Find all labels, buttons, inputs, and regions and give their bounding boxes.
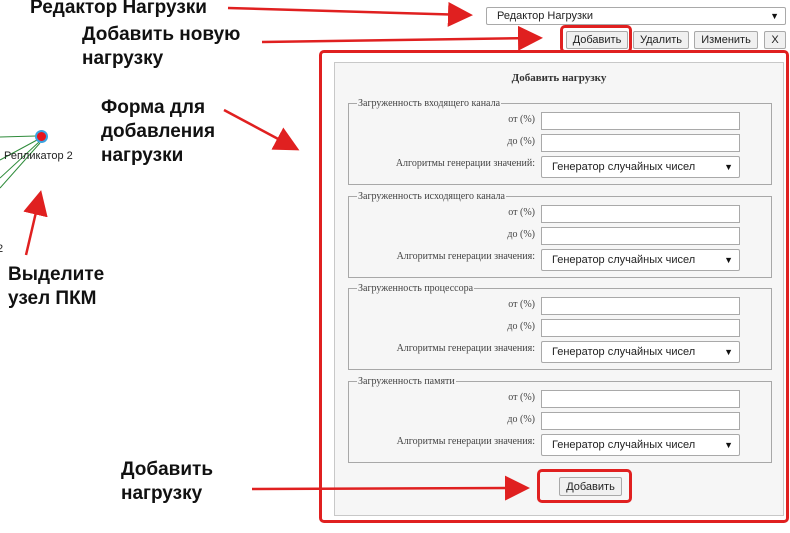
cpu-to-input[interactable]	[541, 319, 740, 337]
chevron-down-icon: ▼	[724, 347, 733, 357]
chevron-down-icon: ▼	[770, 11, 779, 21]
incoming-algo-select[interactable]: Генератор случайных чисел ▼	[541, 156, 740, 178]
node-label: Репликатор 2	[4, 150, 73, 162]
highlight-form	[319, 50, 789, 523]
form-title: Добавить нагрузку	[511, 72, 607, 84]
algo-label: Алгоритмы генерации значения:	[396, 343, 535, 354]
group-incoming-channel: Загруженность входящего канала	[348, 98, 772, 185]
graph-edges	[0, 135, 41, 189]
group-cpu: Загруженность процессора	[348, 283, 772, 370]
submit-add-button[interactable]: Добавить	[559, 477, 622, 496]
to-label: до (%)	[507, 136, 535, 147]
callout-select-node: Выделите узел ПКМ	[8, 264, 105, 309]
incoming-to-input[interactable]	[541, 134, 740, 152]
memory-from-input[interactable]	[541, 390, 740, 408]
cpu-algo-select[interactable]: Генератор случайных чисел ▼	[541, 341, 740, 363]
chevron-down-icon: ▼	[724, 440, 733, 450]
group-legend: Загруженность памяти	[358, 376, 455, 387]
group-legend: Загруженность исходящего канала	[358, 191, 505, 202]
close-button[interactable]: X	[764, 31, 786, 49]
group-memory: Загруженность памяти	[348, 376, 772, 463]
group-legend: Загруженность входящего канала	[358, 98, 501, 109]
algo-label: Алгоритмы генерации значений:	[395, 158, 535, 169]
algo-select-value: Генератор случайных чисел	[552, 439, 696, 451]
memory-algo-select[interactable]: Генератор случайных чисел ▼	[541, 434, 740, 456]
algo-label: Алгоритмы генерации значения:	[396, 251, 535, 262]
incoming-from-input[interactable]	[541, 112, 740, 130]
outgoing-from-input[interactable]	[541, 205, 740, 223]
to-label: до (%)	[507, 229, 535, 240]
highlight-add-button	[560, 25, 632, 53]
cpu-from-input[interactable]	[541, 297, 740, 315]
edge-label-fragment: 2	[0, 243, 4, 255]
callout-editor: Редактор Нагрузки	[30, 0, 207, 18]
to-label: до (%)	[507, 321, 535, 332]
algo-label: Алгоритмы генерации значения:	[396, 436, 535, 447]
group-outgoing-channel: Загруженность исходящего канала	[348, 191, 772, 278]
highlight-submit-button	[537, 469, 632, 503]
chevron-down-icon: ▼	[724, 255, 733, 265]
memory-to-input[interactable]	[541, 412, 740, 430]
algo-select-value: Генератор случайных чисел	[552, 346, 696, 358]
add-load-form: Добавить нагрузку Загруженность входящег…	[334, 62, 784, 516]
from-label: от (%)	[508, 299, 535, 310]
callout-add-load: Добавить нагрузку	[121, 459, 214, 504]
outgoing-algo-select[interactable]: Генератор случайных чисел ▼	[541, 249, 740, 271]
outgoing-to-input[interactable]	[541, 227, 740, 245]
algo-select-value: Генератор случайных чисел	[552, 254, 696, 266]
add-button[interactable]: Добавить	[566, 31, 628, 49]
callout-form: Форма для добавления нагрузки	[101, 97, 216, 166]
from-label: от (%)	[508, 207, 535, 218]
delete-button[interactable]: Удалить	[633, 31, 689, 49]
group-legend: Загруженность процессора	[358, 283, 474, 294]
from-label: от (%)	[508, 392, 535, 403]
editor-select-value: Редактор Нагрузки	[497, 10, 593, 22]
edit-button[interactable]: Изменить	[694, 31, 758, 49]
editor-select[interactable]: Редактор Нагрузки ▼	[486, 7, 786, 25]
algo-select-value: Генератор случайных чисел	[552, 161, 696, 173]
from-label: от (%)	[508, 114, 535, 125]
graph-node-replicator[interactable]	[35, 130, 48, 143]
callout-add-new: Добавить новую нагрузку	[82, 24, 241, 69]
to-label: до (%)	[507, 414, 535, 425]
chevron-down-icon: ▼	[724, 162, 733, 172]
